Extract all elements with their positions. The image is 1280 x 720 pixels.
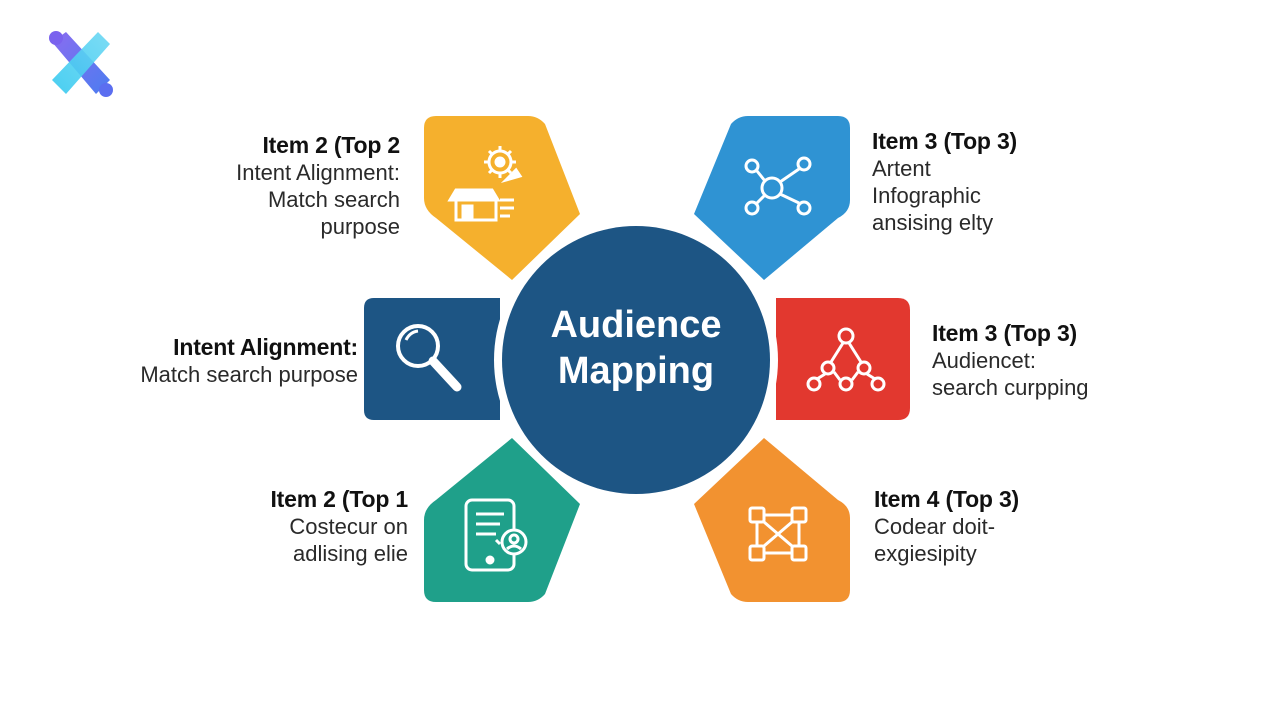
item-top-left-shape bbox=[424, 116, 580, 280]
hierarchy-nodes-icon bbox=[806, 327, 886, 392]
gear-storefront-icon bbox=[447, 146, 523, 222]
item-bottom-right-shape bbox=[694, 438, 850, 602]
item-mid-right-title: Item 3 (Top 3) bbox=[932, 320, 1078, 346]
item-top-right-title: Item 3 (Top 3) bbox=[872, 128, 1018, 154]
brand-logo-icon bbox=[49, 31, 113, 97]
item-mid-right-label: Item 3 (Top 3) Audiencet: search curppin… bbox=[932, 320, 1192, 401]
item-mid-left-title: Intent Alignment: bbox=[173, 334, 358, 360]
center-title: Audience Mapping bbox=[500, 302, 772, 394]
item-top-right-line2: Infographic bbox=[872, 183, 981, 208]
item-top-left-line1: Intent Alignment: bbox=[236, 160, 400, 185]
item-mid-right-line1: Audiencet: bbox=[932, 348, 1036, 373]
item-top-left-label: Item 2 (Top 2 Intent Alignment: Match se… bbox=[180, 132, 400, 240]
item-bottom-right-label: Item 4 (Top 3) Codear doit- exgiesipity bbox=[874, 486, 1134, 567]
tablet-profile-icon bbox=[464, 498, 528, 572]
item-top-right-label: Item 3 (Top 3) Artent Infographic ansisi… bbox=[872, 128, 1132, 236]
item-mid-left-line1: Match search purpose bbox=[140, 362, 358, 387]
item-bottom-left-shape bbox=[424, 438, 580, 602]
item-mid-right-shape bbox=[776, 298, 910, 420]
item-top-left-line2: Match search bbox=[267, 187, 400, 212]
center-title-line1: Audience bbox=[550, 304, 722, 346]
item-mid-right-line2: search curpping bbox=[932, 375, 1089, 400]
item-bottom-left-line1: Costecur on bbox=[289, 514, 408, 539]
connected-squares-icon bbox=[748, 506, 808, 562]
item-bottom-right-line2: exgiesipity bbox=[874, 541, 977, 566]
magnifier-icon bbox=[396, 324, 462, 392]
item-mid-left-label: Intent Alignment: Match search purpose bbox=[120, 334, 358, 388]
item-bottom-left-label: Item 2 (Top 1 Costecur on adlising elie bbox=[186, 486, 408, 567]
item-bottom-right-title: Item 4 (Top 3) bbox=[874, 486, 1020, 512]
item-bottom-left-line2: adlising elie bbox=[293, 541, 408, 566]
item-top-left-line3: purpose bbox=[320, 214, 400, 239]
item-top-right-line1: Artent bbox=[872, 156, 931, 181]
item-top-right-line3: ansising elty bbox=[872, 210, 994, 235]
network-nodes-icon bbox=[744, 156, 812, 216]
item-bottom-right-line1: Codear doit- bbox=[874, 514, 996, 539]
center-title-line2: Mapping bbox=[557, 350, 715, 392]
item-bottom-left-title: Item 2 (Top 1 bbox=[270, 486, 408, 512]
item-top-left-title: Item 2 (Top 2 bbox=[262, 132, 400, 158]
